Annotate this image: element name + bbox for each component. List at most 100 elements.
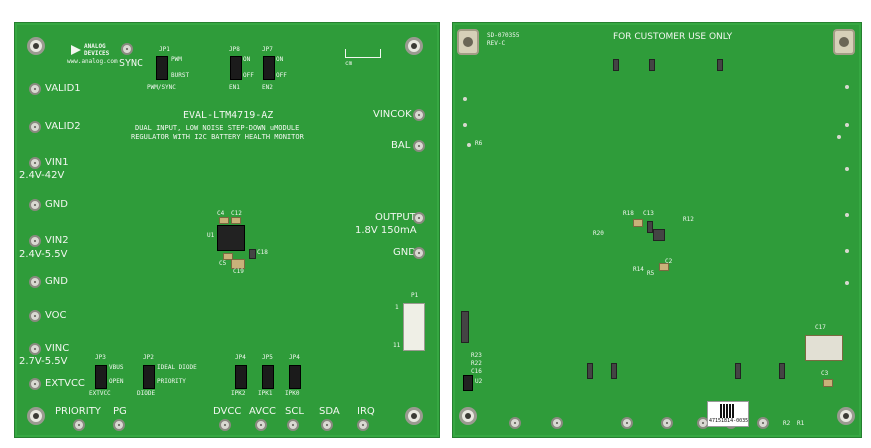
terminal-label: SDA (319, 406, 340, 417)
jumper-ref: JP3 (95, 354, 106, 361)
mounting-hole (405, 37, 423, 55)
terminal-valid1[interactable] (29, 83, 41, 95)
ref-label: C4 (217, 210, 225, 217)
ref-label: R14 (633, 266, 644, 273)
jumper-ref: JP7 (262, 46, 273, 53)
jumper-ref: JP1 (159, 46, 170, 53)
jumper-opt2: OFF (243, 72, 254, 79)
terminal-gnd[interactable] (29, 276, 41, 288)
ref-label: R18 (623, 210, 634, 217)
terminal-voc[interactable] (29, 310, 41, 322)
resistor (717, 59, 723, 71)
terminal-gnd[interactable] (29, 199, 41, 211)
capacitor (249, 249, 256, 259)
jumper-ref: JP8 (229, 46, 240, 53)
resistor (735, 363, 741, 379)
resistor (611, 363, 617, 379)
jumper-opt1: VBUS (109, 364, 124, 371)
back-pcb-board: SD-070355 REV-C FOR CUSTOMER USE ONLY R6… (452, 22, 862, 438)
terminal-gnd[interactable] (413, 247, 425, 259)
terminal-pg[interactable] (113, 419, 125, 431)
capacitor (231, 259, 245, 269)
terminal-vin2[interactable] (29, 235, 41, 247)
via (837, 135, 841, 139)
mounting-hole (459, 407, 477, 425)
board-title: EVAL-LTM4719-AZ (183, 110, 274, 121)
sync-test-point[interactable] (121, 43, 133, 55)
ref-label: R2 (783, 420, 791, 427)
mounting-hole (405, 407, 423, 425)
ref-label: C17 (815, 324, 826, 331)
terminal-avcc[interactable] (255, 419, 267, 431)
terminal-extvcc[interactable] (29, 378, 41, 390)
mounting-hole (27, 37, 45, 55)
terminal-label: GND (393, 247, 416, 258)
ref-label: U1 (207, 232, 215, 239)
ref-label: C5 (219, 260, 227, 267)
terminal-bal[interactable] (413, 140, 425, 152)
connector-ref: P1 (411, 292, 419, 299)
back-pad (551, 417, 563, 429)
resistor (613, 59, 619, 71)
jumper-header[interactable] (95, 365, 107, 389)
terminal-label: SCL (285, 406, 304, 417)
terminal-output[interactable] (413, 212, 425, 224)
jumper-name: IPK1 (258, 390, 273, 397)
jumper-header[interactable] (262, 365, 274, 389)
jumper-header[interactable] (143, 365, 155, 389)
terminal-sda[interactable] (321, 419, 333, 431)
ref-label: C2 (665, 258, 673, 265)
capacitor (659, 263, 669, 271)
jumper-opt2: BURST (171, 72, 190, 79)
terminal-vincok[interactable] (413, 109, 425, 121)
logo-line2: DEVICES (84, 50, 110, 57)
terminal-range-label: 1.8V 150mA (355, 225, 417, 236)
terminal-valid2[interactable] (29, 121, 41, 133)
terminal-irq[interactable] (357, 419, 369, 431)
terminal-scl[interactable] (287, 419, 299, 431)
terminal-label: VINCOK (373, 109, 412, 120)
ref-label: R12 (683, 216, 694, 223)
jumper-name: PWM/SYNC (147, 84, 176, 91)
barcode-text: 47151814-0035 (709, 418, 749, 424)
terminal-range-label: 2.7V-5.5V (19, 356, 68, 367)
terminal-vinc[interactable] (29, 343, 41, 355)
via (845, 123, 849, 127)
jumper-header[interactable] (156, 56, 168, 80)
logo-url: www.analog.com (67, 58, 118, 65)
front-pcb-board: ANALOG DEVICES www.analog.com SYNC JP1 P… (14, 22, 440, 438)
resistor (587, 363, 593, 379)
jumper-name: EN1 (229, 84, 240, 91)
jumper-header[interactable] (263, 56, 275, 80)
jumper-opt1: PWM (171, 56, 182, 63)
terminal-vin1[interactable] (29, 157, 41, 169)
board-subtitle-line1: DUAL INPUT, LOW NOISE STEP-DOWN uMODULE (135, 124, 300, 132)
mounting-hole (27, 407, 45, 425)
ic (653, 229, 665, 241)
ref-label: C13 (643, 210, 654, 217)
terminal-priority[interactable] (73, 419, 85, 431)
ribbon-connector[interactable] (403, 303, 425, 351)
jumper-opt2: OPEN (109, 378, 124, 385)
capacitor-c3 (823, 379, 833, 387)
jumper-opt1: IDEAL DIODE (157, 364, 197, 371)
terminal-label: GND (45, 199, 68, 210)
jumper-header[interactable] (235, 365, 247, 389)
terminal-range-label: 2.4V-5.5V (19, 249, 68, 260)
capacitor-c17 (805, 335, 843, 361)
jumper-header[interactable] (230, 56, 242, 80)
terminal-dvcc[interactable] (219, 419, 231, 431)
terminal-range-label: 2.4V-42V (19, 170, 65, 181)
standoff (457, 29, 479, 55)
jumper-opt2: OFF (276, 72, 287, 79)
terminal-label: OUTPUT (375, 212, 416, 223)
logo-line1: ANALOG (84, 43, 106, 50)
jumper-name: IPK2 (231, 390, 246, 397)
resistor (779, 363, 785, 379)
ref-label: C18 (257, 249, 268, 256)
jumper-header[interactable] (289, 365, 301, 389)
ref-label: R23 (471, 352, 482, 359)
board-revision: REV-C (487, 40, 506, 47)
connector-pin-label: 1 (395, 304, 399, 311)
connector-pin-label: 11 (393, 342, 401, 349)
